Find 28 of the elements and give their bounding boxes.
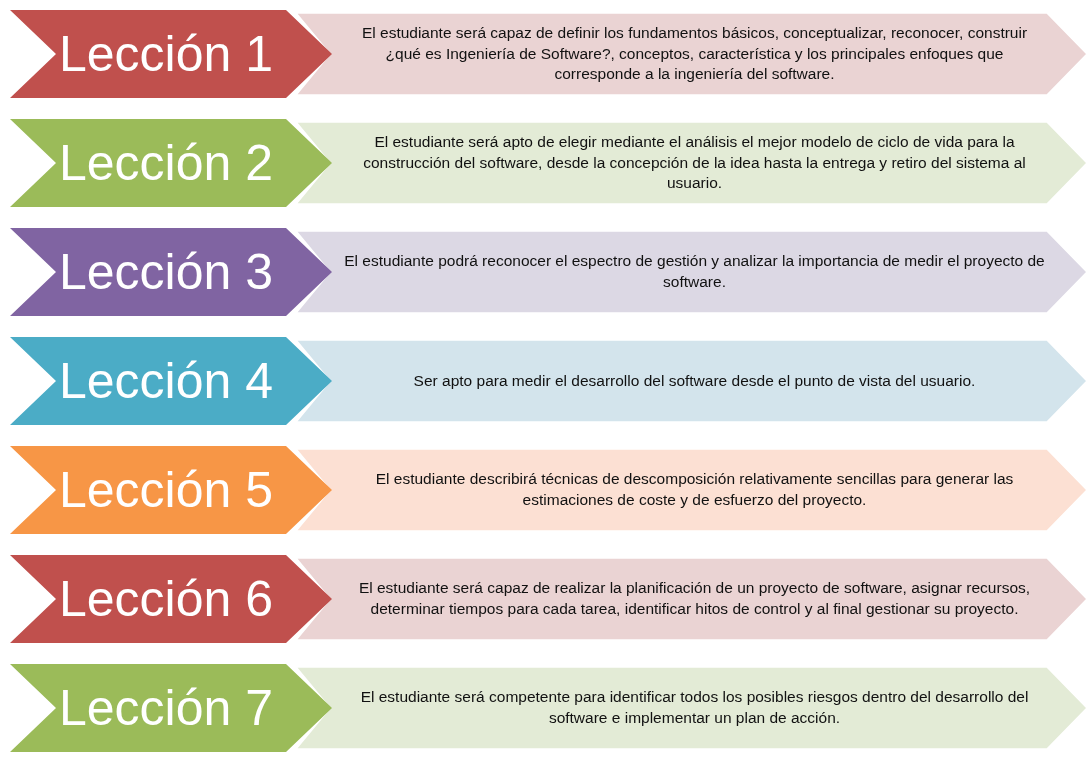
lesson-title: Lección 5 [57,461,274,519]
description-banner [296,13,1087,95]
description-banner [296,449,1087,531]
lesson-description: Ser apto para medir el desarrollo del software desde el punto de vista del usuario. [412,370,977,391]
description-banner [296,340,1087,422]
lesson-banner [10,664,332,752]
description-banner [296,558,1087,640]
description-banner [296,122,1087,204]
lesson-description: El estudiante será apto de elegir mediante el análisis el mejor modelo de ciclo de vida para la construcción del software, desde la concepción de la idea hasta la entrega y retiro del sistema al usuario. [362,131,1027,194]
lesson-banner [10,337,332,425]
lesson-banner [10,228,332,316]
lesson-title: Lección 3 [57,243,274,301]
lesson-title: Lección 1 [57,25,274,83]
lesson-title: Lección 2 [57,134,274,192]
description-banner [296,231,1087,313]
lesson-title: Lección 4 [57,352,274,410]
description-banner [296,667,1087,749]
lesson-description: El estudiante podrá reconocer el espectro de gestión y analizar la importancia de medir el proyecto de software. [343,251,1046,292]
lesson-description: El estudiante será competente para identificar todos los posibles riesgos dentro del desarrollo del software e implementar un plan de acción. [359,687,1030,728]
lesson-title: Lección 6 [57,570,274,628]
lesson-title: Lección 7 [57,679,274,737]
lesson-description: El estudiante describirá técnicas de descomposición relativamente sencillas para generar las estimaciones de coste y de esfuerzo del proyecto. [374,469,1015,510]
lesson-banner [10,10,332,98]
lesson-banner [10,119,332,207]
lesson-banner [10,555,332,643]
lesson-banner [10,446,332,534]
lesson-description: El estudiante será capaz de definir los fundamentos básicos, conceptualizar, reconocer, construir ¿qué es Ingeniería de Software?, conceptos, característica y los principales enfoques que corresponde a la ingeniería del software. [360,22,1029,85]
lesson-description: El estudiante será capaz de realizar la planificación de un proyecto de software, asignar recursos, determinar tiempos para cada tarea, identificar hitos de control y al final gestionar su proyecto. [357,578,1032,619]
